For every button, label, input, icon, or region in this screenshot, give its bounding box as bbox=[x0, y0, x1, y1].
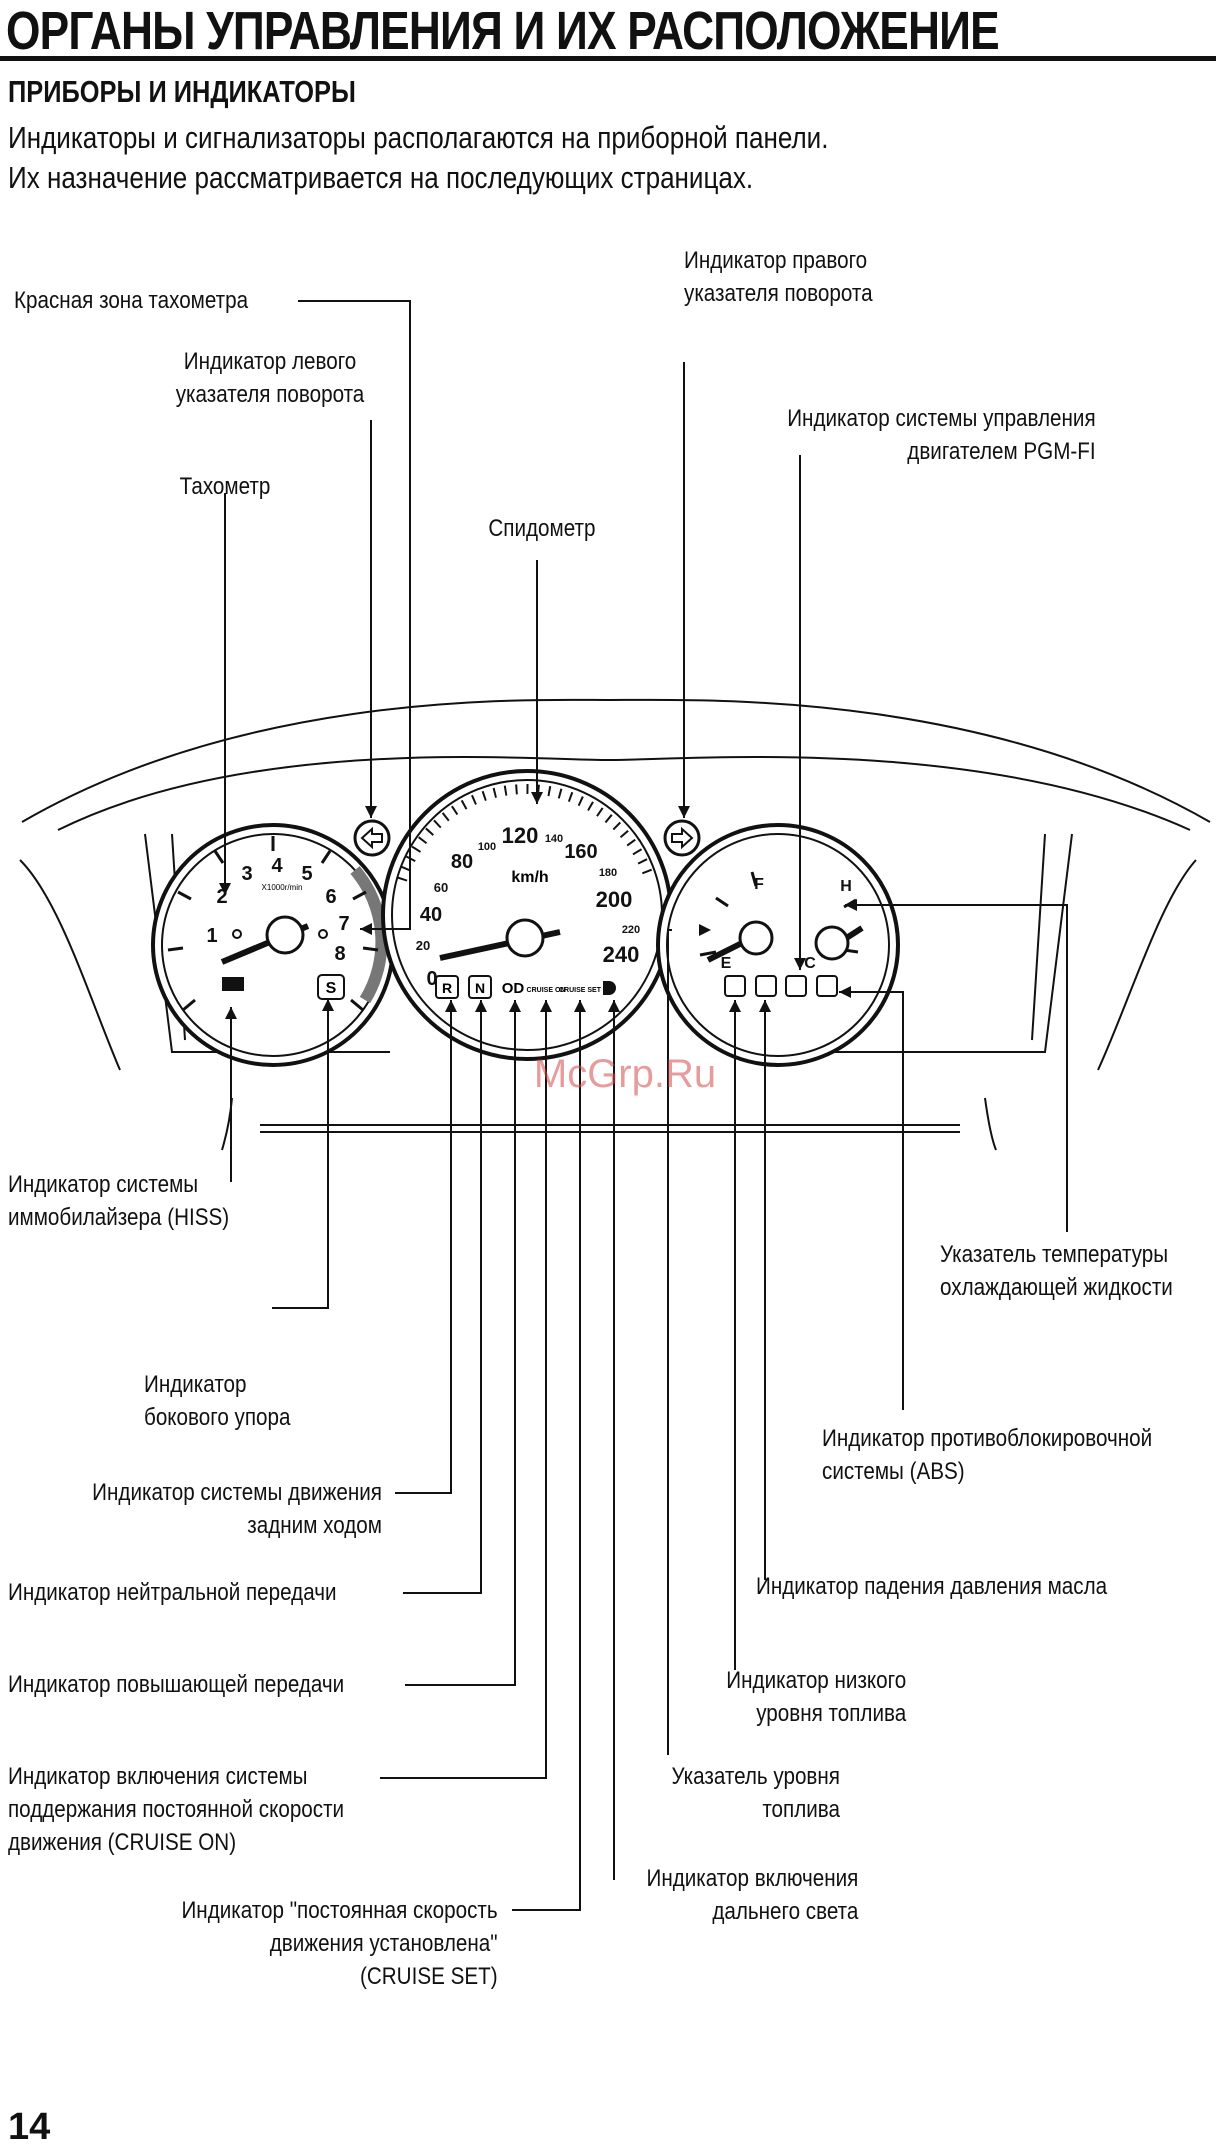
tach-tick-1: 1 bbox=[206, 925, 217, 947]
abs-indicator bbox=[816, 975, 838, 997]
intro-line-2: Их назначение рассматривается на последу… bbox=[8, 160, 754, 195]
fuel-empty-label: E bbox=[721, 955, 732, 972]
label-oil-pressure: Индикатор падения давления масла bbox=[756, 1573, 1108, 1600]
tach-tick-7: 7 bbox=[338, 913, 349, 935]
speed-tick-0: 0 bbox=[426, 968, 437, 990]
speed-tick-200: 200 bbox=[596, 887, 633, 912]
speed-tick-220: 220 bbox=[622, 924, 640, 936]
reverse-letter: R bbox=[442, 980, 452, 996]
label-overdrive: Индикатор повышающей передачи bbox=[8, 1671, 345, 1698]
label-tachometer: Тахометр bbox=[179, 473, 271, 500]
speed-unit: km/h bbox=[511, 869, 548, 886]
reverse-indicator bbox=[435, 975, 459, 999]
fuel-full-label: F bbox=[754, 876, 764, 893]
leader-lines bbox=[224, 300, 1068, 1911]
neutral-indicator bbox=[468, 975, 492, 999]
tach-tick-6: 6 bbox=[325, 886, 336, 908]
title-rule bbox=[0, 56, 1216, 61]
dashboard-outline bbox=[19, 698, 1211, 1151]
intro-line-1: Индикаторы и сигнализаторы располагаются… bbox=[8, 120, 829, 155]
pgm-fi-indicator bbox=[785, 975, 807, 997]
tach-tick-8: 8 bbox=[334, 943, 345, 965]
label-speedometer: Спидометр bbox=[488, 515, 596, 542]
speed-tick-160: 160 bbox=[564, 841, 597, 863]
speed-tick-120: 120 bbox=[502, 823, 539, 848]
tachometer-gauge: 1 2 3 4 5 6 7 8 X1000r/min S bbox=[151, 823, 395, 1067]
page-title: ОРГАНЫ УПРАВЛЕНИЯ И ИХ РАСПОЛОЖЕНИЕ bbox=[6, 1, 1000, 61]
right-turn-icon bbox=[663, 819, 701, 857]
high-beam-icon bbox=[603, 981, 616, 995]
speed-tick-40: 40 bbox=[420, 904, 442, 926]
turn-indicators bbox=[353, 819, 701, 857]
tach-tick-3: 3 bbox=[241, 863, 252, 885]
tach-tick-5: 5 bbox=[301, 863, 312, 885]
oil-pressure-indicator bbox=[755, 975, 777, 997]
cruise-on-indicator: CRUISE ON bbox=[527, 987, 566, 994]
speed-tick-140: 140 bbox=[545, 833, 563, 845]
speed-tick-180: 180 bbox=[599, 867, 617, 879]
page-number: 14 bbox=[8, 2106, 51, 2148]
left-turn-icon bbox=[353, 819, 391, 857]
speed-tick-80: 80 bbox=[451, 851, 473, 873]
speed-tick-20: 20 bbox=[416, 938, 430, 953]
speed-tick-240: 240 bbox=[603, 942, 640, 967]
cruise-set-indicator: CRUISE SET bbox=[559, 987, 602, 994]
speed-tick-60: 60 bbox=[434, 880, 448, 895]
tach-unit: X1000r/min bbox=[262, 883, 303, 892]
speedometer-indicator-row: R N OD CRUISE ON CRUISE SET bbox=[435, 975, 616, 999]
hiss-indicator bbox=[222, 977, 244, 991]
temp-cold-label: C bbox=[804, 955, 816, 972]
label-neutral: Индикатор нейтральной передачи bbox=[8, 1579, 337, 1606]
label-tacho-red-zone: Красная зона тахометра bbox=[14, 287, 249, 314]
section-subtitle: ПРИБОРЫ И ИНДИКАТОРЫ bbox=[8, 74, 356, 109]
neutral-letter: N bbox=[475, 980, 485, 996]
speed-tick-100: 100 bbox=[478, 841, 496, 853]
overdrive-indicator: OD bbox=[502, 980, 525, 997]
side-stand-indicator bbox=[317, 974, 345, 1000]
tach-tick-4: 4 bbox=[271, 855, 283, 877]
watermark: McGrp.Ru bbox=[534, 1052, 716, 1096]
tach-tick-2: 2 bbox=[216, 886, 227, 908]
temp-hot-label: H bbox=[840, 878, 852, 895]
arrowheads bbox=[219, 792, 857, 1019]
speedometer-gauge: 0 20 40 60 80 100 120 140 160 180 200 22… bbox=[381, 769, 673, 1061]
side-stand-letter: S bbox=[326, 980, 337, 997]
low-fuel-indicator bbox=[724, 975, 746, 997]
fuel-temp-gauge: E F C H bbox=[656, 823, 900, 1067]
